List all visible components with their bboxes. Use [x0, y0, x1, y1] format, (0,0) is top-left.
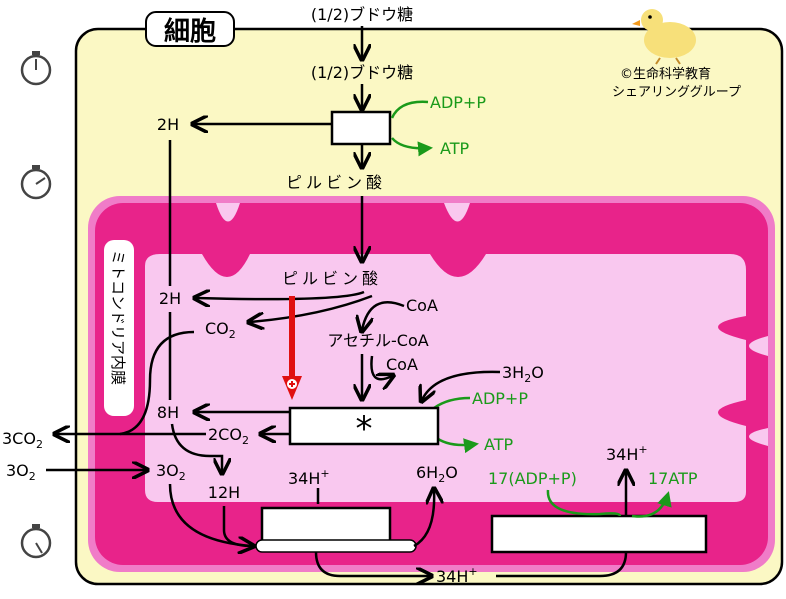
electron-transport-box: [260, 506, 392, 546]
atp-synthase-box: [490, 514, 708, 554]
credit-line-1: ©生命科学教育: [620, 66, 711, 82]
duck-mascot-icon: [632, 9, 696, 65]
credit-line-2: シェアリンググループ: [612, 85, 741, 100]
o2-3-out: 3O2: [6, 461, 36, 483]
adp-17: 17(ADP+P): [488, 469, 577, 488]
h2o-3: 3H2O: [502, 363, 544, 385]
cell-label-box: [145, 11, 235, 47]
glycolysis-adp-p: ADP+P: [430, 93, 486, 112]
h2o-6: 6H2O: [416, 463, 458, 485]
membrane-channel: [255, 539, 417, 553]
co2-matrix: CO2: [205, 319, 236, 341]
citric-acid-cycle-box: [288, 406, 440, 446]
stopwatch-icon: [20, 524, 52, 559]
membrane-label: ミトコンドリア内膜: [109, 250, 127, 385]
pyruvate-cytoplasm: ピルビン酸: [286, 173, 386, 192]
matrix-8h: 8H: [157, 403, 179, 422]
h34-bottom: 34H+: [436, 565, 478, 586]
membrane-label-box: [104, 240, 134, 416]
coa-out: CoA: [386, 355, 418, 374]
pyruvate-matrix: ピルビン酸: [282, 269, 382, 288]
etc-34h-left: 34H+: [288, 467, 330, 488]
co2-2: 2CO2: [208, 425, 249, 447]
co2-3-out: 3CO2: [2, 429, 43, 451]
glycolysis-atp: ATP: [440, 139, 469, 158]
atp-17: 17ATP: [648, 469, 698, 488]
matrix-2h: 2H: [159, 289, 181, 308]
acetyl-coa: アセチル-CoA: [327, 331, 428, 350]
cycle-asterisk: *: [356, 409, 373, 449]
cycle-adp-p: ADP+P: [472, 389, 528, 408]
cycle-atp: ATP: [484, 435, 513, 454]
glycolysis-box: [330, 110, 392, 146]
h34-right: 34H+: [606, 443, 648, 464]
coa-in: CoA: [406, 296, 438, 315]
glucose-top: (1/2)ブドウ糖: [311, 5, 413, 24]
cell-label: 細胞: [164, 16, 216, 47]
glucose-in: (1/2)ブドウ糖: [311, 63, 413, 82]
inhibitor-arrow: [282, 296, 302, 400]
glycolysis-2h: 2H: [157, 115, 179, 134]
stopwatch-icon: [20, 51, 52, 86]
matrix-12h: 12H: [208, 483, 240, 502]
o2-3-matrix: 3O2: [156, 461, 186, 483]
stopwatch-icon: [20, 165, 52, 200]
